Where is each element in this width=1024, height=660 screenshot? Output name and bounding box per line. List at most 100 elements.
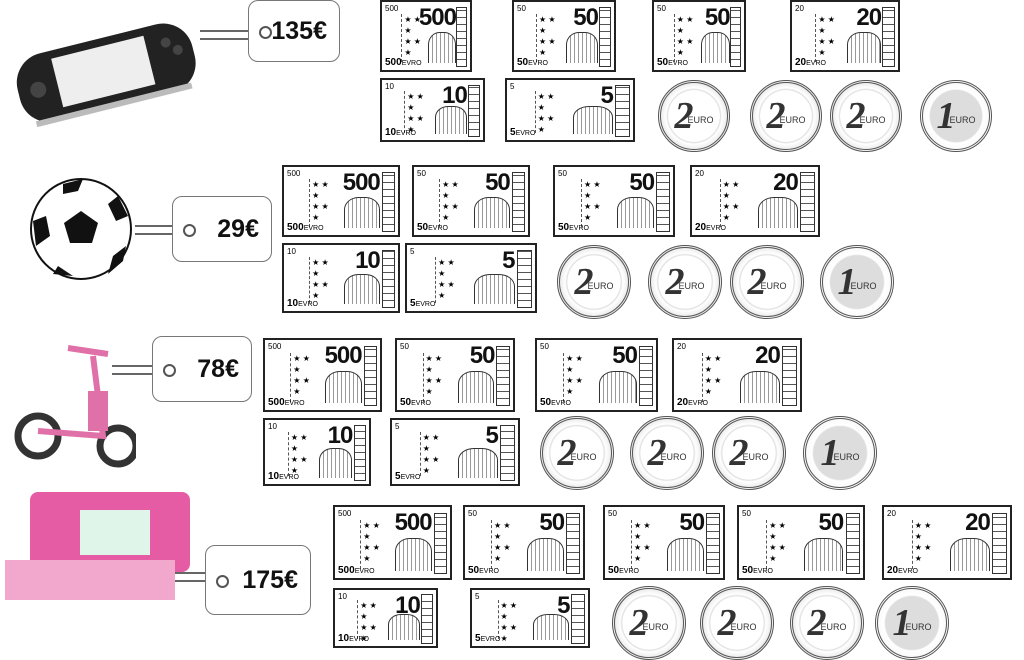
eu-stars-icon [404,90,433,135]
note-value-small-number: 10 [268,471,280,482]
hologram-strip [599,7,611,67]
coin-label: EURO [779,115,806,125]
banknote-0: 101010EVRO [333,588,438,648]
hologram-strip [800,172,815,232]
hologram-strip [845,512,860,575]
hologram-strip [467,84,480,138]
eu-stars-icon [419,431,456,477]
note-suffix: EVRO [411,400,431,407]
note-value-small: 20EVRO [695,222,726,233]
note-value-small-number: 50 [608,565,620,576]
banknote-1: 505050EVRO [512,0,616,72]
note-suffix: EVRO [806,60,826,67]
note-suffix: EVRO [706,225,726,232]
note-value: 50 [539,509,565,536]
arch-icon [474,273,515,305]
note-value: 5 [557,592,570,619]
note-value-small: 5EVRO [475,633,500,644]
hologram-strip [656,172,670,232]
note-suffix: EVRO [401,60,422,67]
eu-stars-icon [290,352,323,402]
note-value-small-number: 5 [510,127,516,138]
note-value: 50 [818,509,844,536]
arch-icon [740,370,780,403]
coin-label: EURO [730,622,757,632]
note-value: 5 [600,82,613,109]
coin-label: EURO [742,452,769,462]
note-corner-value: 500 [287,169,301,178]
eu-stars-icon [439,179,472,227]
hologram-strip [882,7,895,67]
arch-icon [599,370,637,403]
hologram-strip [381,250,395,308]
arch-icon [666,537,705,571]
note-suffix: EVRO [898,568,918,575]
eu-stars-icon [401,14,427,62]
note-value-small: 500EVRO [385,57,422,68]
note-suffix: EVRO [668,60,688,67]
note-value-small: 20EVRO [677,397,708,408]
hologram-strip [992,512,1007,575]
banknote-1: 555EVRO [405,243,537,313]
price-tag: 135€ [248,0,340,62]
coin-value: 2 [846,95,866,137]
coin-label: EURO [820,622,847,632]
coin-value: 2 [766,95,786,137]
banknote-2: 505050EVRO [603,505,725,580]
note-corner-value: 10 [338,592,347,601]
note-value-small-number: 10 [338,633,350,644]
coin-value: 2 [674,95,694,137]
banknote-1: 505050EVRO [395,338,515,412]
hologram-strip [566,512,580,575]
note-corner-value: 50 [742,509,751,518]
note-suffix: EVRO [415,301,436,308]
note-value-small: 10EVRO [385,127,416,138]
price-label: 78€ [197,354,239,383]
note-value: 10 [327,422,354,449]
note-value-small: 5EVRO [510,127,535,138]
note-value-small-number: 50 [540,397,552,408]
coin-label: EURO [642,622,669,632]
coin-label: EURO [678,281,705,291]
arch-icon [700,31,730,64]
note-value-small: 10EVRO [287,298,318,309]
soccer-ball-image [30,178,132,280]
note-corner-value: 50 [540,342,549,351]
note-value-small: 50EVRO [400,397,431,408]
note-value-small-number: 500 [287,222,304,233]
coin-value: 1 [936,95,956,137]
note-corner-value: 500 [268,342,282,351]
banknote-1: 555EVRO [505,78,635,142]
hologram-strip [706,512,720,575]
arch-icon [616,196,655,229]
eu-stars-icon [719,179,756,227]
note-suffix: EVRO [515,130,536,137]
note-corner-value: 5 [410,247,415,256]
arch-icon [325,370,362,403]
eu-stars-icon [630,519,665,570]
note-corner-value: 10 [287,247,296,256]
note-corner-value: 20 [795,4,804,13]
hologram-strip [433,512,447,575]
note-suffix: EVRO [528,60,548,67]
eu-stars-icon [766,519,802,570]
note-value: 10 [442,82,468,109]
banknote-0: 500500500EVRO [282,165,400,237]
note-value: 50 [469,342,496,369]
note-value-small-number: 20 [887,565,899,576]
note-suffix: EVRO [688,400,708,407]
note-value-small-number: 50 [468,565,480,576]
note-suffix: EVRO [753,568,773,575]
arch-icon [847,31,882,64]
note-value-small: 20EVRO [887,565,918,576]
note-value-small-number: 500 [338,565,355,576]
hologram-strip [496,345,510,407]
note-value-small: 10EVRO [268,471,299,482]
eu-stars-icon [563,352,597,402]
psp-console-image [16,23,196,128]
eu-stars-icon [497,600,531,644]
note-value: 500 [418,4,457,31]
